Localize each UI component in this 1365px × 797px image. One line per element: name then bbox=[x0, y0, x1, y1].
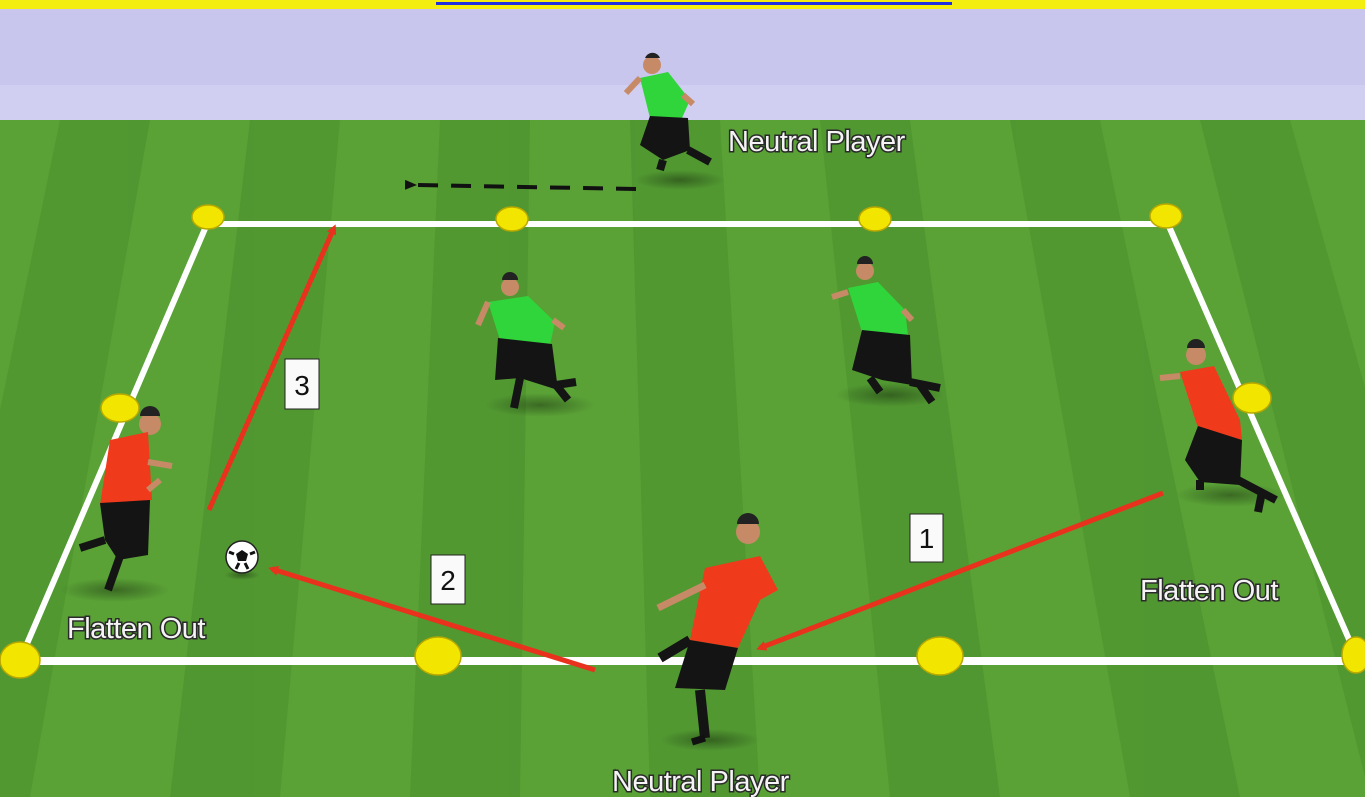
label-neutral-player-bottom: Neutral Player bbox=[612, 766, 790, 797]
step-badge-3: 3 bbox=[285, 359, 319, 409]
cone bbox=[917, 637, 963, 675]
label-flatten-out-right: Flatten Out bbox=[1140, 575, 1278, 607]
step-badge-2: 2 bbox=[431, 555, 465, 604]
cone bbox=[415, 637, 461, 675]
cone bbox=[1233, 383, 1271, 413]
label-flatten-out-left: Flatten Out bbox=[67, 613, 205, 645]
svg-text:3: 3 bbox=[294, 370, 310, 401]
cone bbox=[496, 207, 528, 231]
cone bbox=[859, 207, 891, 231]
cone bbox=[0, 642, 40, 678]
cone bbox=[101, 394, 139, 422]
step-badge-1: 1 bbox=[910, 514, 943, 562]
svg-text:1: 1 bbox=[919, 523, 935, 554]
cone bbox=[192, 205, 224, 229]
cone bbox=[1150, 204, 1182, 228]
label-neutral-player-top: Neutral Player bbox=[728, 126, 906, 158]
soccer-ball bbox=[224, 541, 260, 580]
top-link-underline bbox=[436, 2, 952, 5]
cone bbox=[1342, 637, 1365, 673]
svg-text:2: 2 bbox=[440, 565, 456, 596]
